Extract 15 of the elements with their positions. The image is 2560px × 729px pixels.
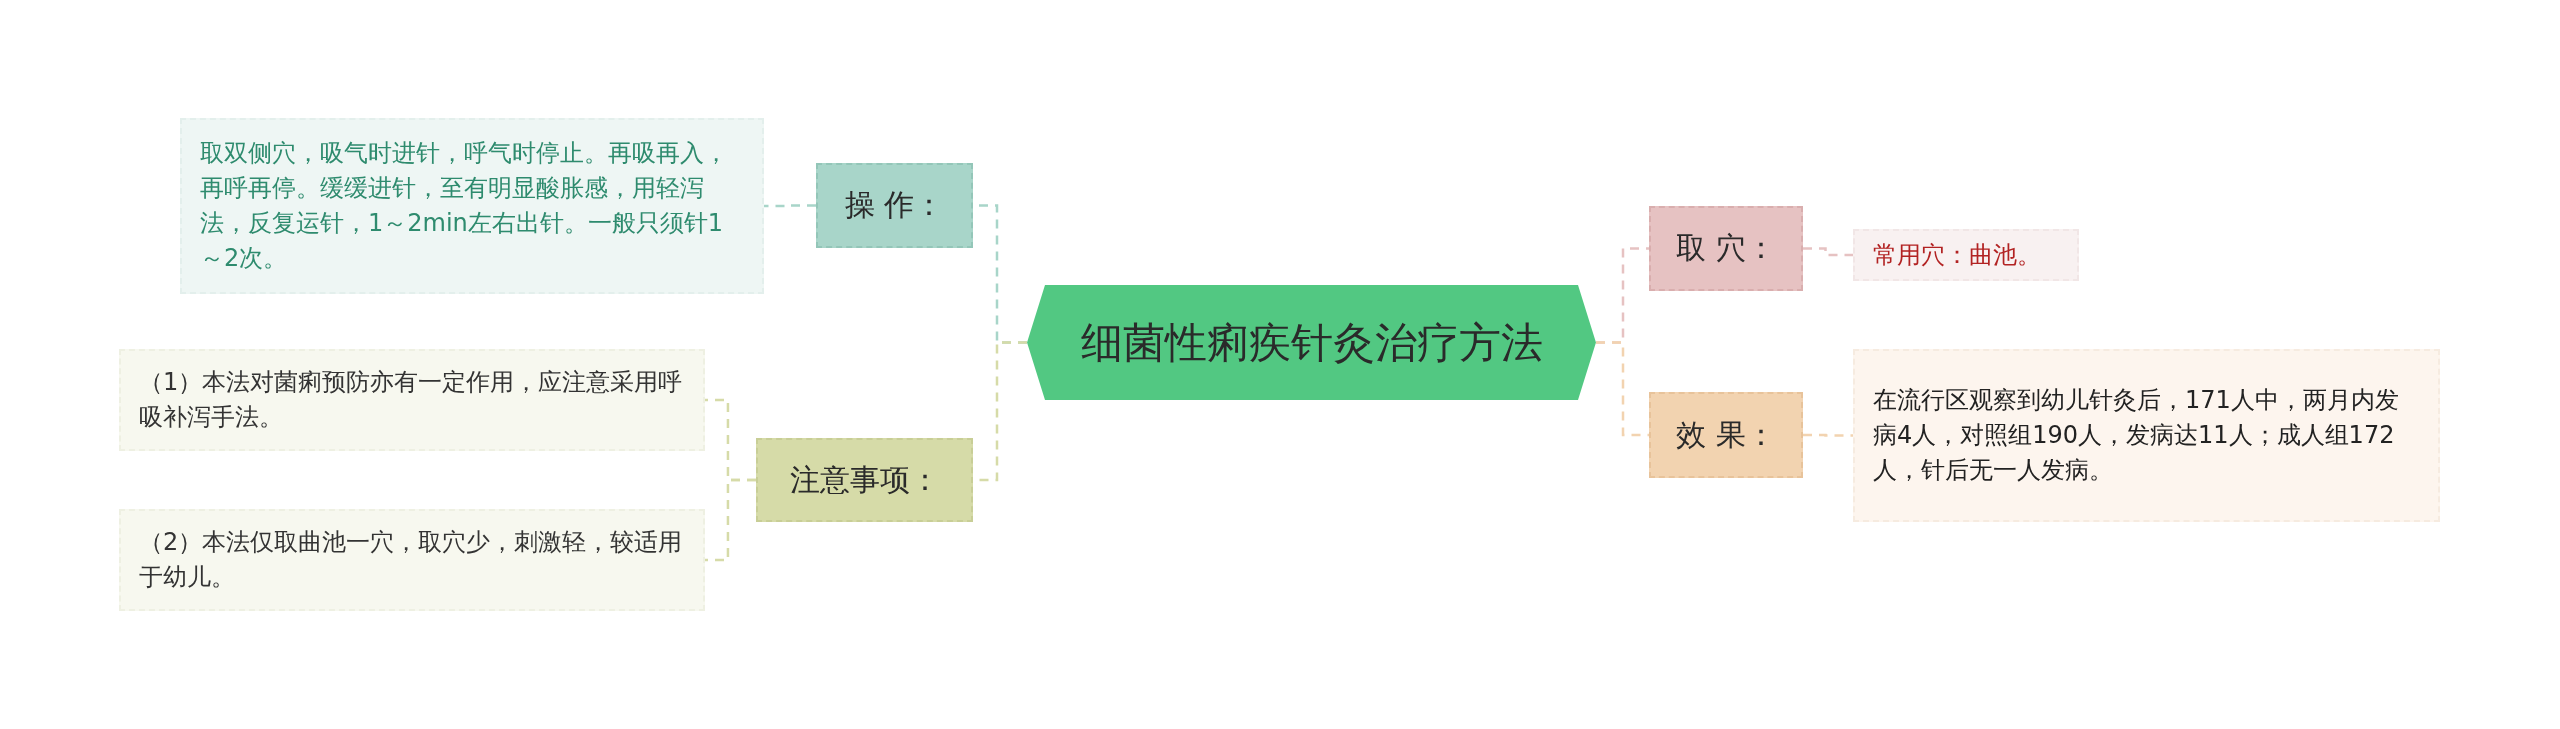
connector-line: [764, 204, 816, 208]
note-text: （1）本法对菌痢预防亦有一定作用，应注意采用呼吸补泻手法。: [119, 349, 705, 451]
note-text: 在流行区观察到幼儿针灸后，171人中，两月内发病4人，对照组190人，发病达11人；成人组172人，针后无一人发病。: [1853, 349, 2440, 522]
topic-box: 取 穴：: [1649, 206, 1803, 291]
topic-box: 操 作：: [816, 163, 973, 248]
note-text: 取双侧穴，吸气时进针，呼气时停止。再吸再入，再呼再停。缓缓进针，至有明显酸胀感，用轻泻法，反复运针，1～2min左右出针。一般只须针1～2次。: [180, 118, 764, 294]
topic-box: 注意事项：: [756, 438, 973, 522]
connector-line: [1803, 433, 1853, 437]
topic-box: 效 果：: [1649, 392, 1803, 478]
main-topic-text: 细菌性痢疾针灸治疗方法: [1080, 316, 1543, 369]
note-text: （2）本法仅取曲池一穴，取穴少，刺激轻，较适用于幼儿。: [119, 509, 705, 611]
connector-line: [1596, 341, 1649, 437]
note-text: 常用穴：曲池。: [1853, 229, 2079, 281]
connector-line: [705, 478, 756, 562]
connector-line: [1803, 247, 1853, 257]
